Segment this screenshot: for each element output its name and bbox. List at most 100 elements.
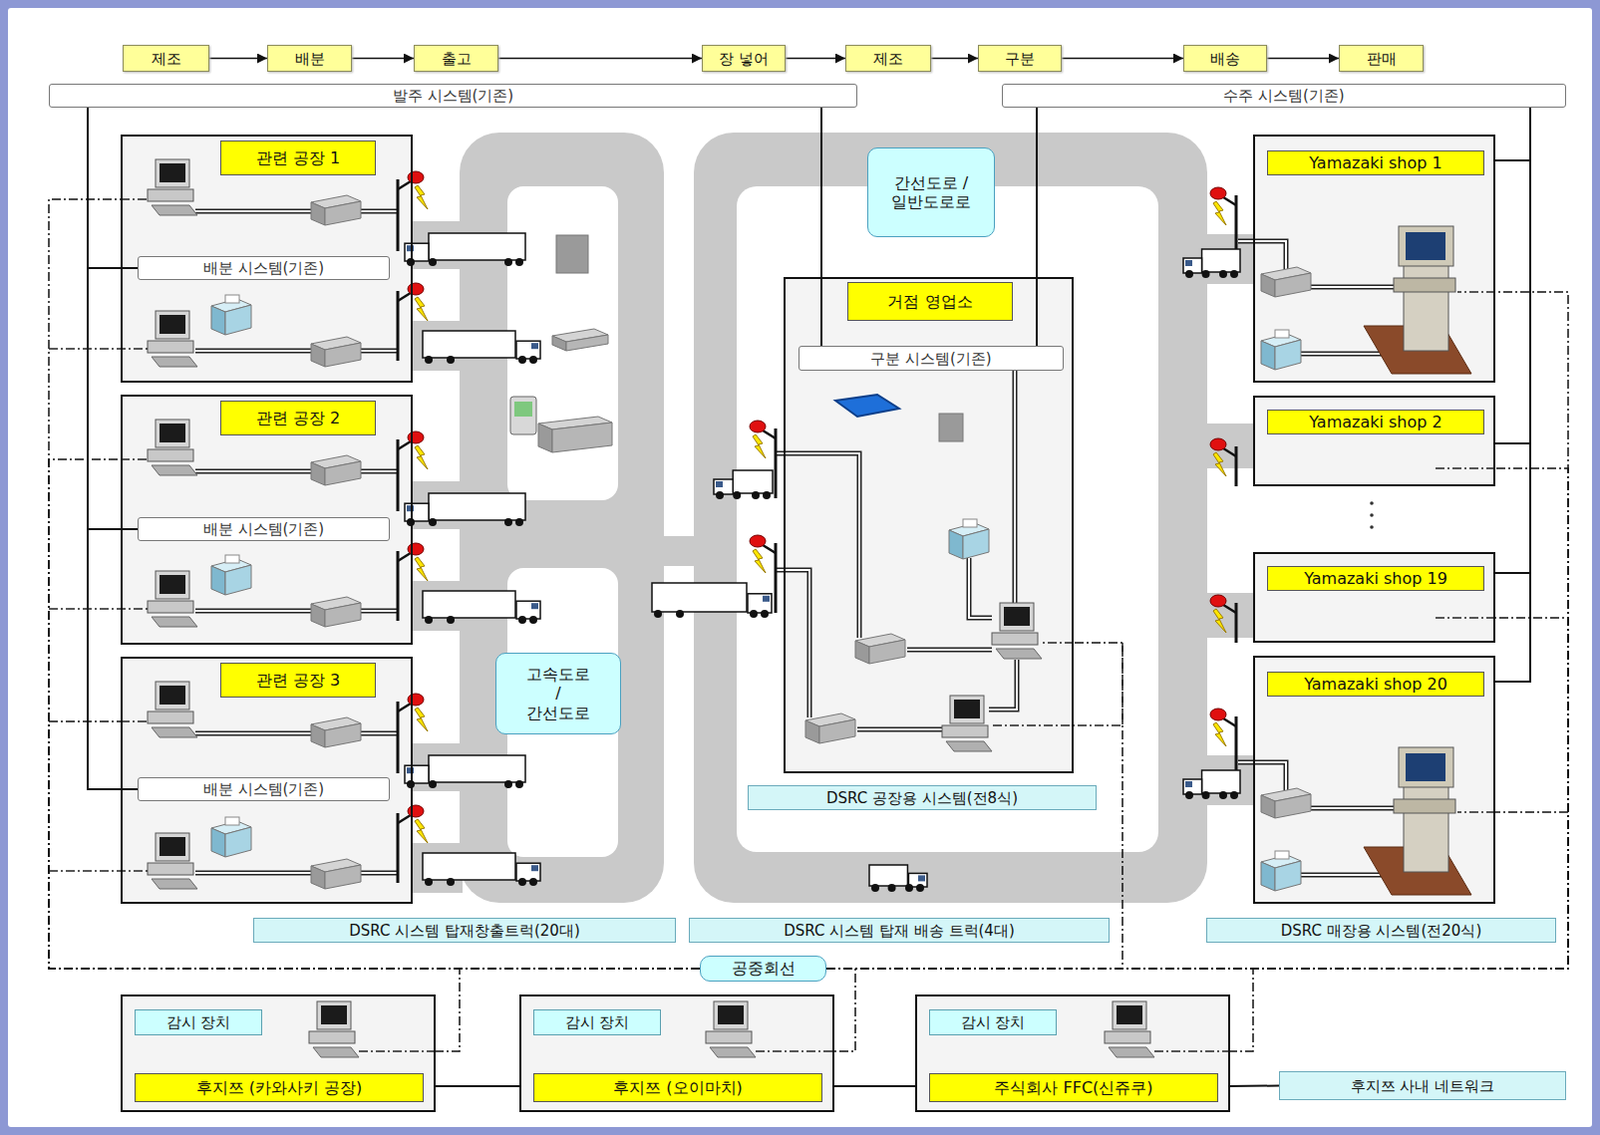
process-step: 제조 xyxy=(845,44,932,72)
heading-label: 관련 공장 2 xyxy=(220,400,376,436)
cab-window xyxy=(715,481,723,488)
cab xyxy=(404,243,429,262)
cable xyxy=(360,471,398,473)
label-text: DSRC 시스템 탑재창출트럭(20대) xyxy=(348,922,581,941)
ellipsis-dot xyxy=(1369,501,1374,506)
system-link xyxy=(1495,107,1531,682)
process-step: 배분 xyxy=(267,44,352,72)
antenna-head xyxy=(1210,187,1227,200)
label-text: 제조 xyxy=(873,49,904,68)
paper xyxy=(962,519,977,528)
wheel xyxy=(406,258,415,267)
label-text: DSRC 공장용 시스템(전8식) xyxy=(826,789,1018,808)
network-line xyxy=(48,721,700,969)
label-text: 장 넣어 xyxy=(718,49,769,68)
network-line xyxy=(1457,811,1496,814)
cable-outer xyxy=(195,731,312,737)
reader-unit xyxy=(311,597,361,628)
heading-label: 감시 장치 xyxy=(929,1009,1057,1036)
label-text: 관련 공장 2 xyxy=(256,408,340,428)
cable-outer xyxy=(775,453,860,639)
system-link xyxy=(435,1085,520,1088)
label-holder: 후지쯔 사내 네트워크 xyxy=(1350,1077,1496,1096)
label-holder: DSRC 시스템 탑재 배송 트럭(4대) xyxy=(783,922,1015,941)
heading-label: 감시 장치 xyxy=(533,1009,661,1036)
system-link xyxy=(1495,107,1531,444)
computer-icon xyxy=(705,1001,756,1058)
label-text: 배분 시스템(기존) xyxy=(203,780,324,799)
wheel xyxy=(749,610,758,619)
cab xyxy=(747,594,772,614)
pc-case xyxy=(942,725,988,738)
trailer xyxy=(428,755,526,783)
box-fill xyxy=(120,994,436,1113)
side-face xyxy=(211,566,226,596)
wheel xyxy=(446,878,455,887)
reader-unit xyxy=(855,634,906,664)
system-label: 후지쯔 사내 네트워크 xyxy=(1279,1071,1567,1101)
truck-icon xyxy=(404,493,526,527)
computer-icon xyxy=(147,833,198,890)
paper xyxy=(225,295,240,304)
cab xyxy=(516,340,541,359)
screen xyxy=(159,423,186,443)
screen xyxy=(159,575,186,595)
side-face xyxy=(805,720,820,744)
wheel xyxy=(446,616,455,625)
cable-inner xyxy=(195,210,312,213)
screen xyxy=(954,699,980,719)
computer-icon xyxy=(1104,1001,1155,1058)
cable-inner xyxy=(195,610,312,613)
ellipsis-dot xyxy=(1369,525,1374,530)
label-text: 배송 xyxy=(1210,49,1241,68)
side-face xyxy=(311,604,325,628)
screen xyxy=(159,315,186,334)
process-step: 배송 xyxy=(1183,44,1268,72)
road-link xyxy=(657,536,700,567)
cable-outer xyxy=(360,469,398,475)
site-box: 관련 공장 1배분 시스템(기존) xyxy=(120,134,413,383)
system-link xyxy=(834,1085,916,1088)
printer-icon xyxy=(211,555,252,596)
cable xyxy=(360,350,398,352)
trailer xyxy=(732,470,773,494)
wheel xyxy=(428,258,437,267)
wheel xyxy=(529,616,538,625)
side-face xyxy=(1261,795,1276,819)
process-step: 출고 xyxy=(413,44,499,72)
label-text: 간선도로 / 일반도로로 xyxy=(891,173,971,212)
cable xyxy=(1238,241,1286,270)
site-box: 관련 공장 2배분 시스템(기존) xyxy=(120,394,413,645)
label-holder: 제조 xyxy=(873,49,904,68)
wheel xyxy=(888,884,897,893)
monitor xyxy=(155,833,190,862)
label-text: DSRC 시스템 탑재 배송 트럭(4대) xyxy=(783,922,1015,941)
wheel xyxy=(518,355,527,364)
system-band: 배분 시스템(기존) xyxy=(137,777,390,802)
side-face xyxy=(311,343,325,367)
cab xyxy=(404,765,429,784)
wheel xyxy=(732,491,741,500)
antenna-icon xyxy=(1210,438,1237,487)
wheel xyxy=(675,610,684,619)
system-link xyxy=(87,107,138,269)
truck-icon xyxy=(1183,770,1241,800)
side-face xyxy=(855,640,870,664)
system-label: DSRC 시스템 탑재 배송 트럭(4대) xyxy=(688,918,1110,944)
label-text: Yamazaki shop 20 xyxy=(1303,674,1448,694)
side-face xyxy=(311,866,325,890)
network-line xyxy=(48,870,148,873)
cable xyxy=(968,558,992,619)
cable xyxy=(857,729,943,731)
kiosk-ledge xyxy=(1393,278,1456,293)
cable-outer xyxy=(360,209,398,215)
flow-arrow xyxy=(1267,57,1339,60)
radio-bolt xyxy=(1213,722,1227,747)
cable xyxy=(1238,762,1286,791)
cable-inner xyxy=(1238,241,1286,270)
process-step: 구분 xyxy=(977,44,1062,72)
road-label: 고속도로 / 간선도로 xyxy=(495,652,622,735)
box-fill xyxy=(783,277,1074,774)
cable-outer xyxy=(195,469,312,475)
kiosk-head xyxy=(1398,226,1454,267)
